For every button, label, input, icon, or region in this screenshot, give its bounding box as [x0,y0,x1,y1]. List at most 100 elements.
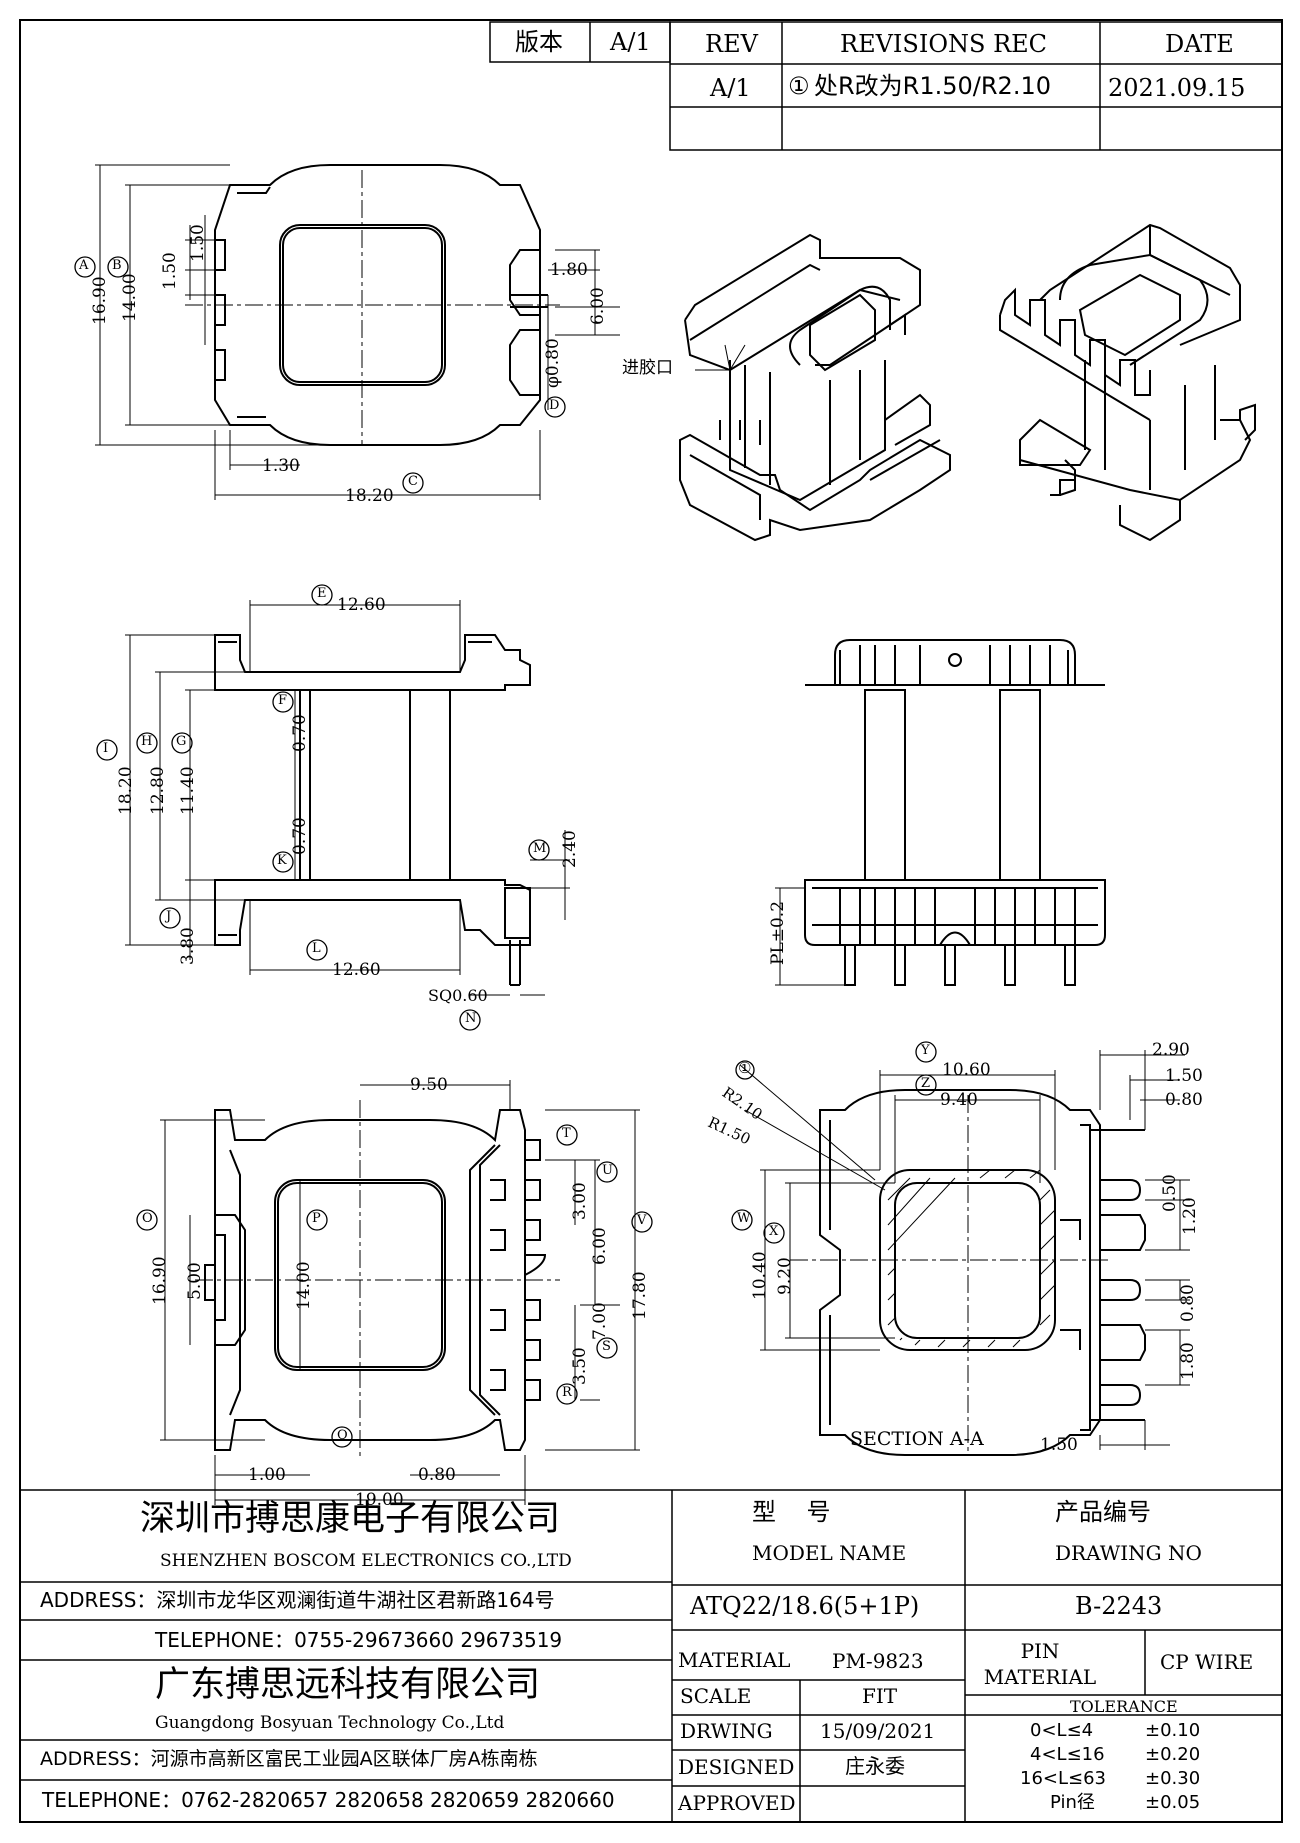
bottom-view-dims [160,1080,640,1505]
dim-section-10-60: 10.60 [942,1060,991,1080]
rev-row-rev: A/1 [710,74,751,102]
dim-section-1-20: 1.20 [1180,1197,1200,1235]
marker-front-k: K [277,853,287,868]
tolerance-value-1: ±0.20 [1145,1744,1201,1765]
field-label-approved: APPROVED [678,1791,796,1815]
marker-bottom-p: P [312,1211,321,1226]
marker-top-b: B [112,258,122,273]
tolerance-value-3: ±0.05 [1145,1792,1201,1813]
revisions-header: REVISIONS REC [840,30,1048,58]
field-value-designed: 庄永委 [845,1754,905,1778]
dim-front-2-40: 2.40 [560,830,580,868]
front-view-dims [125,600,570,996]
field-label-designed: DESIGNED [678,1755,795,1779]
dim-section-0-80-top: 0.80 [1165,1090,1203,1110]
dim-bottom-16-90: 16.90 [150,1256,170,1305]
dim-front-12-60-bottom: 12.60 [332,960,381,980]
dim-section-9-20: 9.20 [775,1257,795,1295]
marker-section-1: ① [738,1059,752,1077]
marker-section-y: Y [921,1043,930,1058]
dim-bottom-7-00: 7.00 [590,1302,610,1340]
dim-front-3-80: 3.80 [178,927,198,965]
marker-top-a: A [79,258,89,273]
marker-bottom-t: T [562,1126,571,1141]
dim-side-pl: PL±0.2 [768,900,788,965]
company2-telephone: TELEPHONE：0762-2820657 2820658 2820659 2… [42,1788,615,1812]
pin-material-value: CP WIRE [1160,1650,1254,1674]
field-value-scale: FIT [862,1684,898,1708]
date-header: DATE [1165,30,1234,58]
dim-top-18-20: 18.20 [345,486,394,506]
dim-section-9-40: 9.40 [940,1090,978,1110]
dim-bottom-0-80: 0.80 [418,1465,456,1485]
dim-front-0-70-a: 0.70 [290,714,310,752]
top-view-centerlines [185,170,560,445]
drawing-label-cn: 产品编号 [1055,1498,1151,1526]
marker-bottom-q: Q [337,1428,348,1443]
marker-bottom-r: R [562,1385,572,1400]
section-hatch [887,1169,1056,1348]
dim-bottom-14-00: 14.00 [294,1261,314,1310]
field-label-drwing: DRWING [680,1719,773,1743]
field-value-drwing: 15/09/2021 [820,1719,936,1743]
marker-front-h: H [141,734,153,749]
rev-header: REV [705,30,758,58]
title-block-grid [20,1489,1282,1822]
tolerance-value-0: ±0.10 [1145,1720,1201,1741]
field-label-material: MATERIAL [678,1648,791,1672]
company2-address: ADDRESS：河源市高新区富民工业园A区联体厂房A栋南栋 [40,1748,538,1770]
revision-table-grid [489,21,1283,151]
dim-section-1-50-top: 1.50 [1165,1066,1203,1086]
dim-section-0-50: 0.50 [1160,1174,1180,1212]
dim-bottom-3-00: 3.00 [570,1182,590,1220]
dim-bottom-3-50: 3.50 [570,1347,590,1385]
company1-telephone: TELEPHONE：0755-29673660 29673519 [155,1628,563,1652]
dim-front-12-60-top: 12.60 [337,595,386,615]
gate-label: 进胶口 [622,358,673,378]
marker-circles [74,256,937,1448]
model-label-cn: 型 号 [752,1498,831,1526]
tolerance-range-0: 0<L≤4 [1030,1720,1094,1741]
marker-front-e: E [317,586,327,601]
bottom-view-centerlines [195,1100,560,1460]
model-value: ATQ22/18.6(5+1P) [690,1592,920,1620]
marker-front-g: G [176,734,187,749]
marker-bottom-o: O [142,1211,153,1226]
iso-view-right [999,223,1256,542]
dim-bottom-1-00: 1.00 [248,1465,286,1485]
section-title: SECTION A-A [850,1428,984,1450]
marker-top-c: C [408,474,418,489]
marker-front-j: J [166,909,172,924]
drawing-label-en: DRAWING NO [1055,1541,1202,1565]
marker-front-i: I [103,741,109,756]
side-view-dims [775,887,845,986]
company2-en: Guangdong Bosyuan Technology Co.,Ltd [155,1713,505,1733]
version-label: 版本 [515,28,563,56]
company2-name: 广东搏思远科技有限公司 [155,1665,541,1705]
dim-bottom-5-00: 5.00 [185,1262,205,1300]
marker-bottom-s: S [602,1339,611,1354]
dim-front-18-20: 18.20 [116,766,136,815]
dim-bottom-19-00: 19.00 [355,1490,404,1510]
drawing-value: B-2243 [1075,1592,1163,1620]
marker-front-m: M [533,841,547,856]
tolerance-range-2: 16<L≤63 [1020,1768,1107,1789]
version-value: A/1 [610,28,651,56]
marker-top-d: D [549,398,560,413]
section-dims [739,1050,1190,1450]
front-view [214,634,531,986]
dim-section-1-50-bottom: 1.50 [1040,1435,1078,1455]
tolerance-label: TOLERANCE [1070,1697,1178,1716]
rev-row-date: 2021.09.15 [1108,74,1246,102]
top-view-dim-lines [95,164,620,500]
dim-section-10-40: 10.40 [750,1251,770,1300]
dim-bottom-17-80: 17.80 [630,1271,650,1320]
company1-name: 深圳市搏思康电子有限公司 [140,1499,561,1539]
field-label-scale: SCALE [680,1684,752,1708]
tolerance-value-2: ±0.30 [1145,1768,1201,1789]
field-value-material: PM-9823 [832,1649,924,1673]
rev-row-marker: ① [788,72,810,100]
